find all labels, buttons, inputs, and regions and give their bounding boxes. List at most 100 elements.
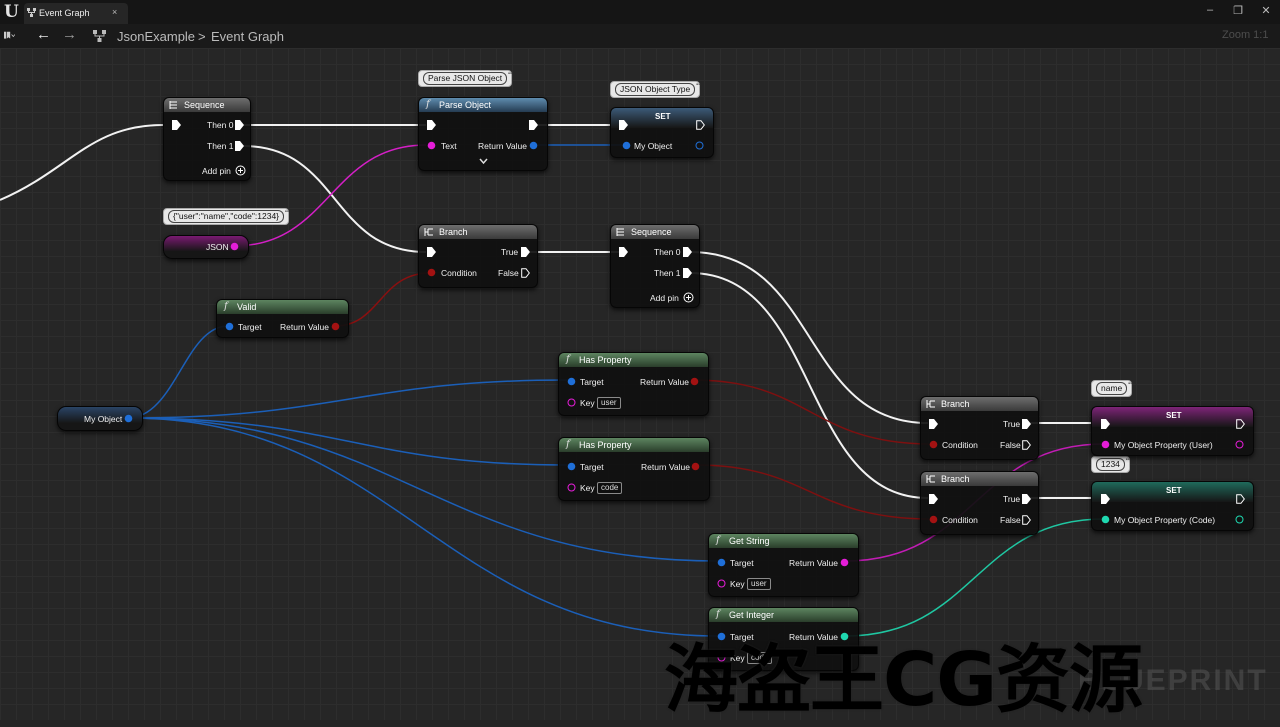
bool-in-pin[interactable]: [929, 515, 938, 524]
exec-out-pin[interactable]: [1022, 494, 1031, 504]
node-header: Sequence: [164, 98, 250, 112]
exec-out-pin[interactable]: [521, 268, 530, 278]
comment-pin-icon: ▪▪: [1125, 457, 1130, 463]
back-arrow-icon[interactable]: ←: [36, 26, 51, 43]
branch-node[interactable]: Branch True Condition False: [920, 471, 1039, 535]
string-in-pin[interactable]: [427, 141, 436, 150]
add-pin-icon[interactable]: [683, 292, 694, 303]
pin-label-target: Target: [730, 632, 754, 642]
key-input[interactable]: code: [747, 652, 773, 664]
exec-out-pin[interactable]: [696, 120, 705, 130]
object-in-pin[interactable]: [622, 141, 631, 150]
sequence-node[interactable]: Sequence Then 0 Then 1 Add pin: [610, 224, 700, 308]
key-input[interactable]: user: [747, 578, 771, 590]
object-in-pin[interactable]: [567, 377, 576, 386]
exec-in-pin[interactable]: [1101, 419, 1110, 429]
bookmark-icon[interactable]: [4, 30, 15, 41]
exec-out-pin[interactable]: [521, 247, 530, 257]
int-in-pin[interactable]: [1101, 515, 1110, 524]
add-pin-label[interactable]: Add pin: [650, 293, 679, 303]
get-integer-node[interactable]: f Get Integer Target Return Value Key co…: [708, 607, 859, 671]
string-out-pin[interactable]: [840, 558, 849, 567]
exec-in-pin[interactable]: [929, 419, 938, 429]
exec-out-pin[interactable]: [235, 120, 244, 130]
expand-chevron-icon[interactable]: [479, 158, 488, 165]
node-title: Has Property: [579, 355, 632, 365]
string-in-pin[interactable]: [567, 483, 576, 492]
object-out-pin[interactable]: [124, 414, 133, 423]
has-property-node[interactable]: f Has Property Target Return Value Key u…: [558, 352, 709, 416]
ue-logo-icon[interactable]: U: [4, 2, 19, 22]
string-in-pin[interactable]: [717, 653, 726, 662]
string-in-pin[interactable]: [567, 398, 576, 407]
string-in-pin[interactable]: [1101, 440, 1110, 449]
pin-label-key: Key: [580, 398, 595, 408]
bool-out-pin[interactable]: [690, 377, 699, 386]
pin-label-false: False: [1000, 440, 1021, 450]
int-out-pin[interactable]: [840, 632, 849, 641]
restore-button[interactable]: ❐: [1233, 5, 1243, 17]
string-out-pin[interactable]: [1235, 440, 1244, 449]
set-user-node[interactable]: SET My Object Property (User): [1091, 406, 1254, 456]
add-pin-icon[interactable]: [235, 165, 246, 176]
object-out-pin[interactable]: [529, 141, 538, 150]
pin-label-return: Return Value: [640, 377, 689, 387]
set-code-node[interactable]: SET My Object Property (Code): [1091, 481, 1254, 531]
json-variable-node[interactable]: JSON: [163, 235, 249, 259]
exec-out-pin[interactable]: [235, 141, 244, 151]
key-input[interactable]: user: [597, 397, 621, 409]
forward-arrow-icon[interactable]: →: [62, 26, 77, 43]
exec-out-pin[interactable]: [529, 120, 538, 130]
parse-object-node[interactable]: f Parse Object Text Return Value: [418, 97, 548, 171]
breadcrumb-current[interactable]: Event Graph: [211, 29, 284, 44]
exec-in-pin[interactable]: [1101, 494, 1110, 504]
string-in-pin[interactable]: [717, 579, 726, 588]
object-in-pin[interactable]: [717, 558, 726, 567]
exec-out-pin[interactable]: [683, 268, 692, 278]
valid-node[interactable]: f Valid Target Return Value: [216, 299, 349, 338]
minimize-button[interactable]: –: [1206, 4, 1214, 16]
has-property-node[interactable]: f Has Property Target Return Value Key c…: [558, 437, 710, 501]
exec-in-pin[interactable]: [929, 494, 938, 504]
sequence-node[interactable]: Sequence Then 0 Then 1 Add pin: [163, 97, 251, 181]
exec-in-pin[interactable]: [172, 120, 181, 130]
pin-label-return: Return Value: [789, 632, 838, 642]
string-out-pin[interactable]: [230, 242, 239, 251]
set-my-object-node[interactable]: SET My Object: [610, 107, 714, 158]
node-title: Get Integer: [729, 610, 775, 620]
tab-event-graph[interactable]: Event Graph ×: [24, 3, 128, 24]
exec-in-pin[interactable]: [427, 247, 436, 257]
exec-out-pin[interactable]: [683, 247, 692, 257]
branch-node[interactable]: Branch True Condition False: [418, 224, 538, 288]
node-title: Branch: [941, 399, 970, 409]
object-in-pin[interactable]: [567, 462, 576, 471]
exec-out-pin[interactable]: [1236, 494, 1245, 504]
get-string-node[interactable]: f Get String Target Return Value Key use…: [708, 533, 859, 597]
breadcrumb-root[interactable]: JsonExample: [117, 29, 196, 44]
exec-in-pin[interactable]: [619, 120, 628, 130]
my-object-variable-node[interactable]: My Object: [57, 406, 143, 431]
branch-node[interactable]: Branch True Condition False: [920, 396, 1039, 460]
branch-icon: [926, 400, 935, 408]
exec-out-pin[interactable]: [1022, 419, 1031, 429]
object-in-pin[interactable]: [717, 632, 726, 641]
key-input[interactable]: code: [597, 482, 623, 494]
exec-out-pin[interactable]: [1236, 419, 1245, 429]
close-window-button[interactable]: ✕: [1261, 5, 1271, 17]
bool-in-pin[interactable]: [929, 440, 938, 449]
graph-canvas[interactable]: Parse JSON Object▪▪ JSON Object Type▪▪ {…: [0, 48, 1280, 720]
exec-in-pin[interactable]: [427, 120, 436, 130]
exec-out-pin[interactable]: [1022, 440, 1031, 450]
exec-in-pin[interactable]: [619, 247, 628, 257]
object-in-pin[interactable]: [225, 322, 234, 331]
bool-out-pin[interactable]: [331, 322, 340, 331]
int-out-pin[interactable]: [1235, 515, 1244, 524]
bool-out-pin[interactable]: [691, 462, 700, 471]
exec-out-pin[interactable]: [1022, 515, 1031, 525]
node-header: Branch: [419, 225, 537, 239]
add-pin-label[interactable]: Add pin: [202, 166, 231, 176]
tab-close-icon[interactable]: ×: [112, 7, 118, 17]
bool-in-pin[interactable]: [427, 268, 436, 277]
function-icon: f: [716, 609, 720, 620]
object-out-pin[interactable]: [695, 141, 704, 150]
